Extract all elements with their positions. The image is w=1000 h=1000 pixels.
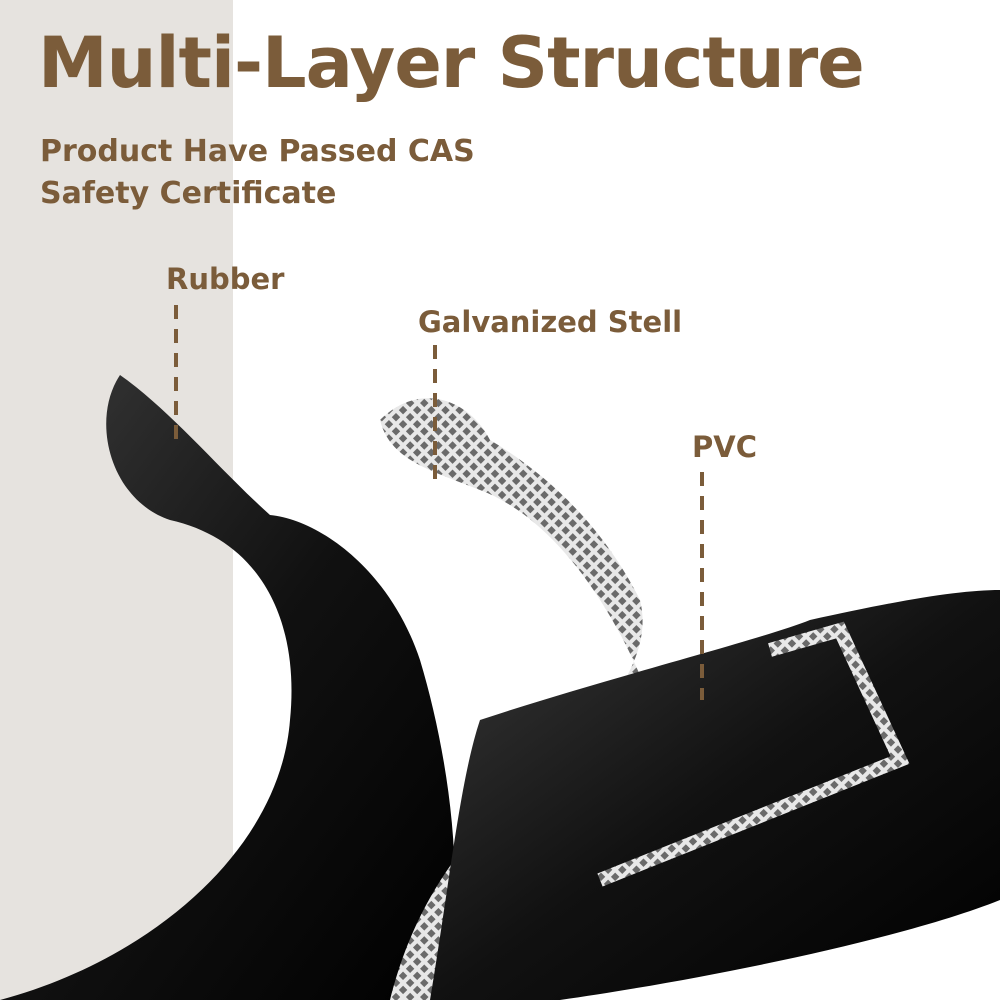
label-rubber: Rubber: [166, 262, 285, 296]
label-pvc: PVC: [692, 430, 757, 464]
rubber-leader-line: [174, 305, 178, 440]
page-title: Multi-Layer Structure: [38, 22, 865, 104]
steel-mesh-layer: [380, 398, 650, 1000]
subtitle-line-1: Product Have Passed CAS: [40, 134, 475, 169]
label-galvanized-steel: Galvanized Stell: [418, 305, 683, 339]
pvc-leader-line: [700, 472, 704, 700]
rubber-layer: [0, 375, 455, 1000]
pvc-layer: [430, 590, 1000, 1000]
steel-leader-line: [433, 345, 437, 485]
subtitle-line-2: Safety Certificate: [40, 176, 337, 211]
